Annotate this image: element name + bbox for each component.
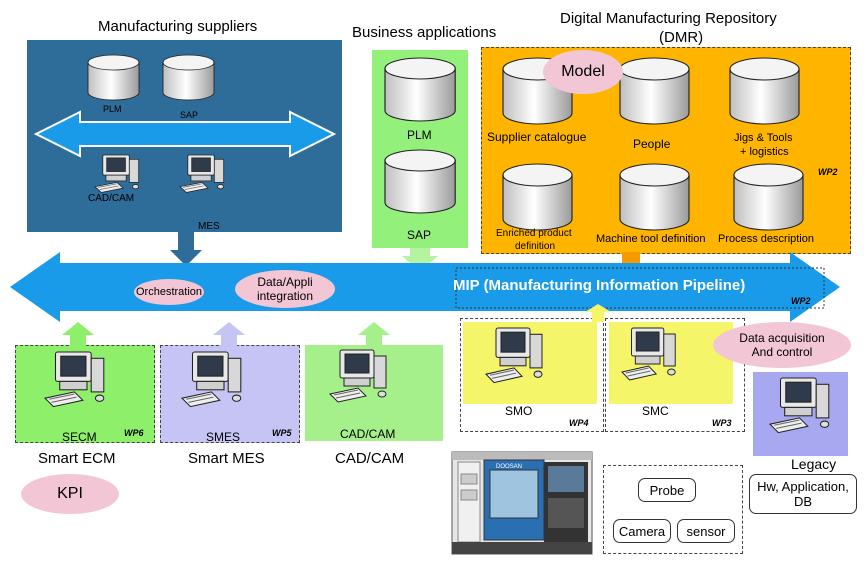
secm-wp-badge: WP6	[124, 428, 144, 438]
legacy-box-line2: DB	[793, 494, 813, 509]
business-sap-label: SAP	[407, 228, 432, 242]
smc-pc-label: SMC	[642, 404, 669, 418]
dmr-supplier-label: Supplier catalogue	[487, 130, 587, 144]
smo-wp-badge: WP4	[569, 418, 589, 428]
suppliers-title: Manufacturing suppliers	[98, 18, 258, 35]
cadcam-title: CAD/CAM	[335, 450, 405, 467]
sensor-group	[603, 465, 743, 554]
business-plm-label: PLM	[407, 128, 432, 142]
supplier-mes-pc	[179, 154, 225, 193]
smes-pc	[181, 351, 242, 408]
data-acq-oval: Data acquisition And control	[713, 322, 851, 368]
machine-brand: DOOSAN	[496, 464, 522, 470]
smo-pc-label: SMO	[505, 404, 533, 418]
cadcam-pc	[329, 349, 387, 403]
cadcam-pc-label: CAD/CAM	[340, 427, 396, 441]
smo-smc-up-arrow	[585, 304, 611, 322]
dmr-process-label: Process description	[718, 233, 814, 245]
secm-title: Smart ECM	[38, 450, 116, 467]
cadcam-up-arrow	[358, 322, 390, 347]
supplier-cadcam-pc	[94, 154, 140, 193]
supplier-double-arrow	[33, 110, 337, 158]
smc-panel-outline	[605, 318, 745, 432]
dmr-title-line1: Digital Manufacturing Repository	[560, 10, 777, 27]
smc-pc	[621, 327, 676, 381]
supplier-sap-db	[162, 54, 215, 101]
supplier-sap-label: SAP	[180, 110, 199, 120]
pipeline-arrow	[10, 252, 840, 322]
business-sap-db	[384, 149, 456, 214]
dmr-process-db	[733, 163, 804, 231]
camera-box: Camera	[613, 519, 671, 543]
data-appli-line2: integration	[256, 289, 314, 303]
supplier-plm-db	[87, 54, 140, 101]
legacy-box: Hw, Application, DB	[749, 474, 857, 514]
machine-tool-image	[451, 451, 593, 555]
data-appli-oval: Data/Appli integration	[235, 270, 335, 308]
smes-wp-badge: WP5	[272, 428, 292, 438]
data-acq-line2: And control	[751, 345, 813, 359]
dmr-people-label: People	[633, 137, 671, 151]
supplier-cadcam-label: CAD/CAM	[88, 193, 135, 204]
dmr-jigs-label-2: + logistics	[740, 146, 789, 158]
smes-title: Smart MES	[188, 450, 265, 467]
legacy-title: Legacy	[791, 456, 837, 472]
dmr-enriched-label-2: definition	[515, 241, 556, 252]
data-appli-line1: Data/Appli	[257, 275, 313, 289]
business-title: Business applications	[352, 24, 497, 41]
dmr-people-db	[619, 57, 690, 125]
dmr-machine-label: Machine tool definition	[596, 233, 706, 245]
supplier-down-arrow	[170, 232, 202, 266]
kpi-oval: KPI	[21, 474, 119, 514]
legacy-box-line1: Hw, Application,	[757, 479, 849, 494]
secm-up-arrow	[62, 322, 94, 347]
dmr-enriched-db	[502, 163, 573, 231]
smes-pc-label: SMES	[206, 430, 241, 444]
smo-pc	[485, 327, 543, 384]
sensor-box: sensor	[677, 519, 735, 543]
business-plm-db	[384, 57, 456, 122]
dmr-title-line2: (DMR)	[659, 29, 704, 46]
probe-box: Probe	[638, 478, 696, 502]
smes-up-arrow	[213, 322, 245, 347]
dmr-enriched-label-1: Enriched product	[496, 228, 572, 239]
legacy-pc	[769, 377, 830, 434]
dmr-machine-db	[619, 163, 690, 231]
data-acq-line1: Data acquisition	[739, 331, 825, 345]
supplier-plm-label: PLM	[103, 104, 122, 114]
smo-panel-outline	[460, 318, 604, 432]
orchestration-oval: Orchestration	[134, 279, 204, 305]
smc-wp-badge: WP3	[712, 418, 732, 428]
secm-pc-label: SECM	[62, 430, 97, 444]
pipeline-label: MIP (Manufacturing Information Pipeline)	[453, 277, 746, 294]
supplier-mes-label: MES	[198, 221, 220, 232]
dmr-jigs-db	[729, 57, 800, 125]
pipeline-wp-badge: WP2	[791, 296, 811, 306]
dmr-wp-badge: WP2	[818, 167, 838, 177]
dmr-jigs-label-1: Jigs & Tools	[734, 132, 793, 144]
model-oval: Model	[543, 50, 623, 94]
secm-pc	[44, 351, 105, 408]
